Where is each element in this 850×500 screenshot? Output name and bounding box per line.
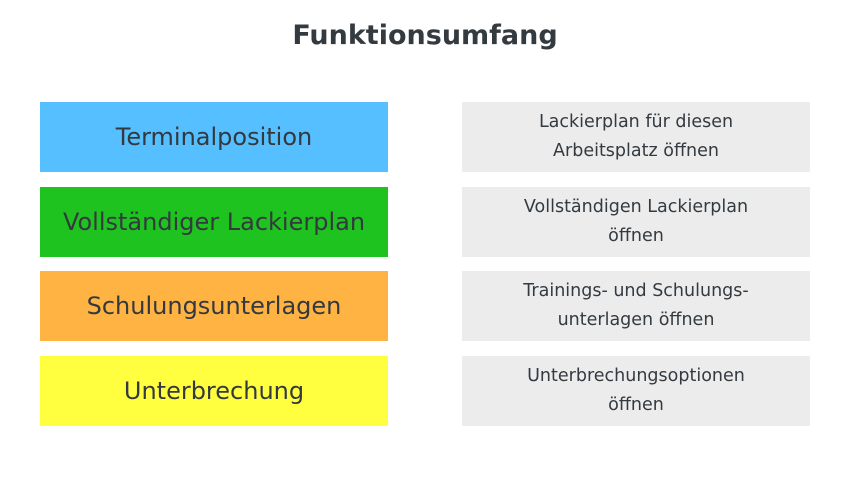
feature-unterbrechung: Unterbrechung [40,356,388,426]
feature-label: Unterbrechung [123,377,305,405]
description-line: Lackierplan für diesen [538,112,734,132]
description-line: Arbeitsplatz öffnen [553,141,719,161]
description-schulungsunterlagen: Trainings- und Schulungs-unterlagen öffn… [462,271,810,341]
feature-label: Terminalposition [115,123,313,151]
description-line: öffnen [608,226,664,246]
page-title: Funktionsumfang [292,20,558,51]
description-unterbrechung: Unterbrechungsoptionen öffnen [462,356,810,426]
description-line: unterlagen öffnen [557,310,715,330]
description-line: Trainings- und Schulungs- [523,281,749,301]
feature-label: Schulungsunterlagen [86,292,342,320]
feature-vollstaendiger-lackierplan: Vollständiger Lackierplan [40,187,388,257]
feature-schulungsunterlagen: Schulungsunterlagen [40,271,388,341]
feature-label: Vollständiger Lackierplan [62,208,366,236]
description-line: Unterbrechungsoptionen [527,366,745,386]
description-line: Vollständigen Lackierplan [523,197,749,217]
feature-terminalposition: Terminalposition [40,102,388,172]
description-line: öffnen [608,395,664,415]
description-vollstaendiger-lackierplan: Vollständigen Lackierplan öffnen [462,187,810,257]
